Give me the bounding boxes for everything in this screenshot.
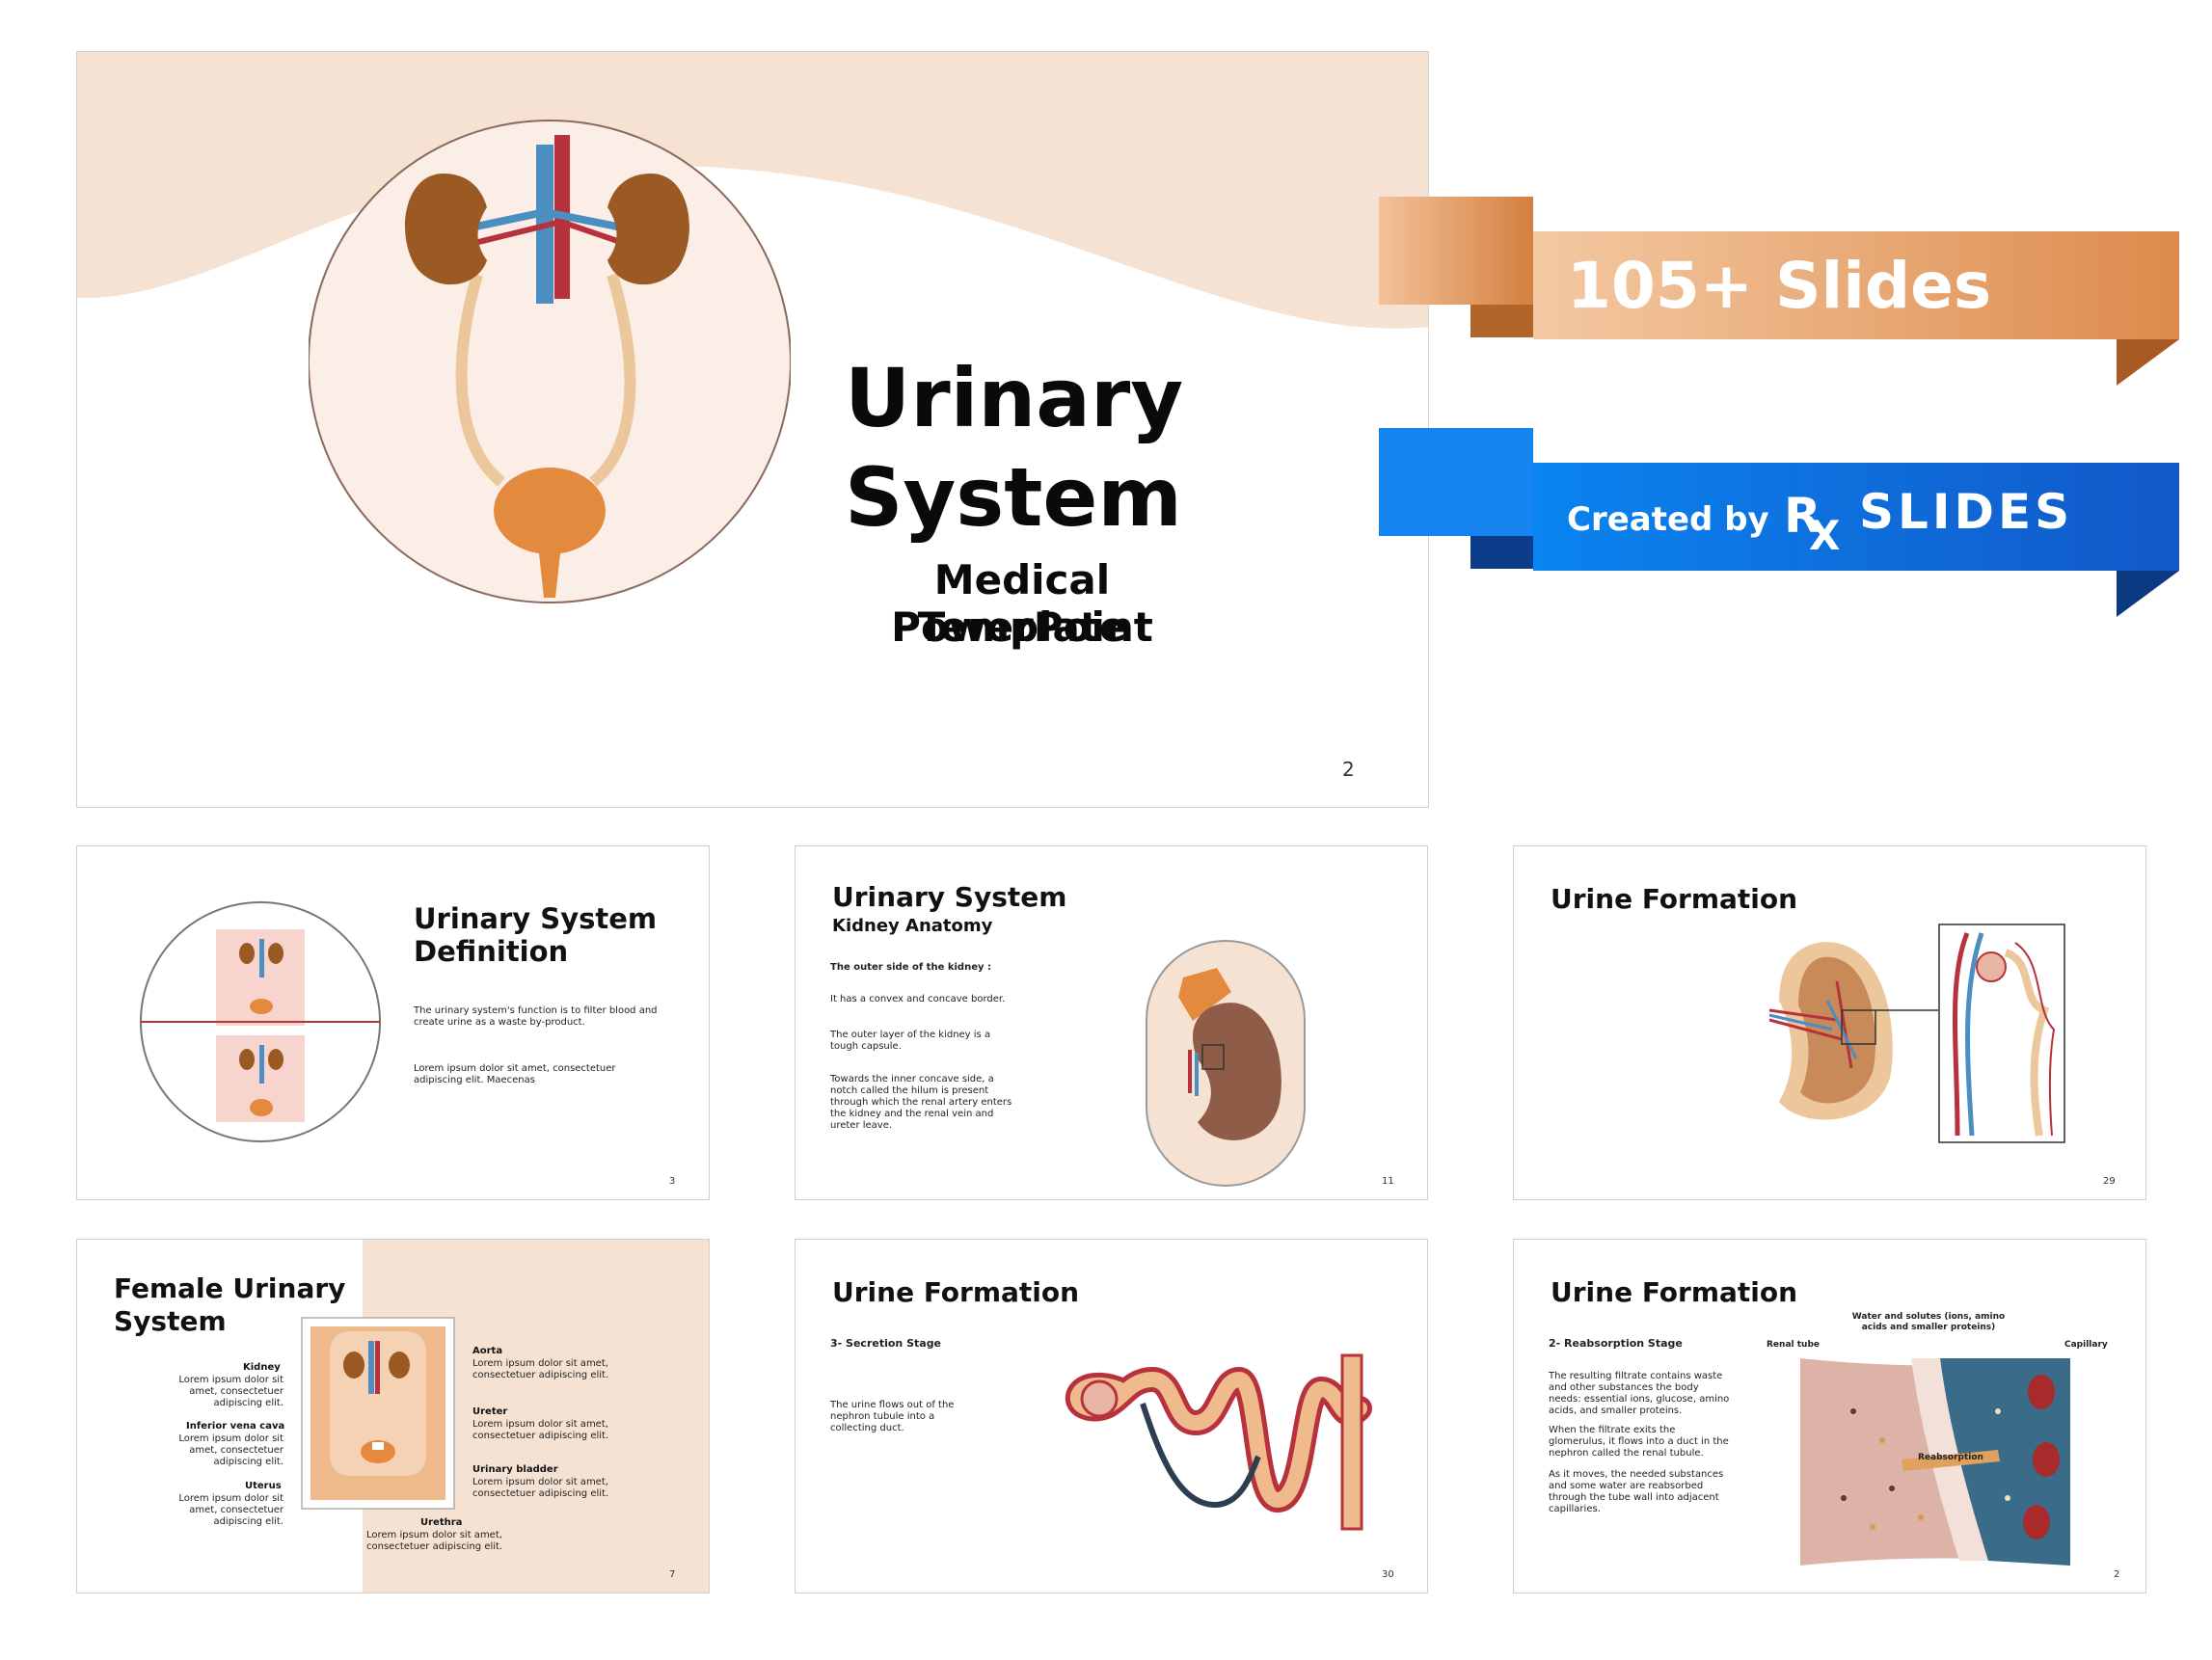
definition-title-line1: Urinary System: [414, 902, 658, 935]
water-solutes-label: Water and solutes (ions, amino acids and…: [1851, 1312, 2006, 1332]
kidney-subtitle: Kidney Anatomy: [832, 916, 993, 936]
ureter-lorem: Lorem ipsum dolor sit amet, consectetuer…: [472, 1419, 609, 1441]
kidney-title: Urinary System: [832, 881, 1067, 913]
renal-tube-label: Renal tube: [1767, 1340, 1820, 1350]
urine-formation-30-slide-number: 30: [1382, 1569, 1394, 1580]
uterus-lorem: Lorem ipsum dolor sit amet, consectetuer…: [178, 1493, 283, 1527]
reabsorption-p3: As it moves, the needed substances and s…: [1549, 1469, 1724, 1514]
female-urinary-illustration: [301, 1317, 455, 1510]
kidney-p1: It has a convex and concave border.: [830, 994, 1006, 1004]
definition-body1: The urinary system's function is to filt…: [414, 1005, 658, 1028]
hero-slide-number: 2: [1342, 758, 1355, 781]
urine-formation-29-title: Urine Formation: [1551, 883, 1798, 915]
ivc-label: Inferior vena cava: [186, 1421, 285, 1432]
blue-ribbon: [1379, 428, 2179, 617]
uterus-label: Uterus: [245, 1481, 282, 1491]
hero-subtitle-line1: Medical PowerPoint: [891, 556, 1153, 651]
aorta-label: Aorta: [472, 1346, 503, 1356]
definition-body2: Lorem ipsum dolor sit amet, consectetuer…: [414, 1063, 616, 1085]
secretion-body: The urine flows out of the nephron tubul…: [830, 1400, 955, 1433]
aorta-lorem: Lorem ipsum dolor sit amet, consectetuer…: [472, 1358, 609, 1380]
svg-text:SLIDES: SLIDES: [1859, 484, 2073, 540]
connector-line: [1875, 1009, 1938, 1011]
svg-text:X: X: [1809, 512, 1840, 554]
kidney-lorem: Lorem ipsum dolor sit amet, consectetuer…: [178, 1375, 283, 1408]
rx-slides-logo: R X SLIDES: [1784, 484, 2073, 554]
hero-subtitle-line2: Template: [917, 603, 1127, 651]
urine-formation-29-slide-number: 29: [2103, 1176, 2116, 1187]
secretion-stage-label: 3- Secretion Stage: [830, 1337, 942, 1350]
reabsorption-stage-label: 2- Reabsorption Stage: [1549, 1337, 1683, 1350]
hero-slide[interactable]: Urinary System Medical PowerPoint Templa…: [76, 51, 1429, 808]
definition-illustration: [140, 901, 381, 1142]
capillary-label: Capillary: [2064, 1340, 2108, 1350]
ureter-label: Ureter: [472, 1406, 508, 1417]
kidney-p3: Towards the inner concave side, a notch …: [830, 1074, 1012, 1131]
urine-formation-2-slide-number: 2: [2114, 1569, 2120, 1580]
female-title-line1: Female Urinary: [114, 1272, 346, 1304]
definition-slide-number: 3: [669, 1176, 676, 1187]
thumb-urine-formation-30[interactable]: Urine Formation 3- Secretion Stage The u…: [795, 1239, 1428, 1593]
kidney-cross-section-illustration: [1768, 942, 1893, 1120]
urethra-label: Urethra: [420, 1517, 463, 1528]
svg-text:R: R: [1784, 488, 1821, 544]
hero-title-line2: System: [845, 450, 1182, 545]
kidney-slide-number: 11: [1382, 1176, 1394, 1187]
female-slide-number: 7: [669, 1569, 676, 1580]
reabsorption-p1: The resulting filtrate contains waste an…: [1549, 1371, 1730, 1416]
ivc-lorem: Lorem ipsum dolor sit amet, consectetuer…: [178, 1433, 283, 1467]
urinary-system-illustration: [309, 120, 791, 603]
kidney-anatomy-illustration: [1146, 940, 1306, 1187]
kidney-p2: The outer layer of the kidney is a tough…: [830, 1030, 991, 1052]
definition-title-line2: Definition: [414, 935, 569, 968]
reabsorption-p2: When the filtrate exits the glomerulus, …: [1549, 1425, 1729, 1459]
hero-title-line1: Urinary: [845, 351, 1184, 445]
bladder-label: Urinary bladder: [472, 1464, 558, 1475]
reabsorption-arrow-label: Reabsorption: [1918, 1453, 1983, 1462]
urethra-lorem: Lorem ipsum dolor sit amet, consectetuer…: [366, 1530, 503, 1552]
reabsorption-illustration: [1800, 1358, 2070, 1566]
bladder-lorem: Lorem ipsum dolor sit amet, consectetuer…: [472, 1477, 609, 1499]
slides-count-badge: 105+ Slides: [1567, 249, 1992, 323]
kidney-label: Kidney: [243, 1362, 281, 1373]
created-by-label: Created by: [1567, 500, 1769, 539]
urine-formation-30-title: Urine Formation: [832, 1276, 1080, 1308]
hero-wave-background: [77, 52, 1428, 329]
orange-ribbon: [1379, 197, 2179, 386]
thumb-female-urinary[interactable]: Female Urinary System Kidney Lorem ipsum…: [76, 1239, 710, 1593]
thumb-urine-formation-29[interactable]: Urine Formation 29: [1513, 845, 2146, 1200]
kidney-heading: The outer side of the kidney :: [830, 962, 991, 973]
female-title-line2: System: [114, 1305, 227, 1337]
thumb-definition[interactable]: Urinary System Definition The urinary sy…: [76, 845, 710, 1200]
urine-formation-2-title: Urine Formation: [1551, 1276, 1798, 1308]
thumb-urine-formation-2[interactable]: Urine Formation 2- Reabsorption Stage Th…: [1513, 1239, 2146, 1593]
thumb-kidney-anatomy[interactable]: Urinary System Kidney Anatomy The outer …: [795, 845, 1428, 1200]
nephron-tubule-illustration: [1065, 1353, 1372, 1531]
nephron-detail-illustration: [1938, 924, 2065, 1143]
